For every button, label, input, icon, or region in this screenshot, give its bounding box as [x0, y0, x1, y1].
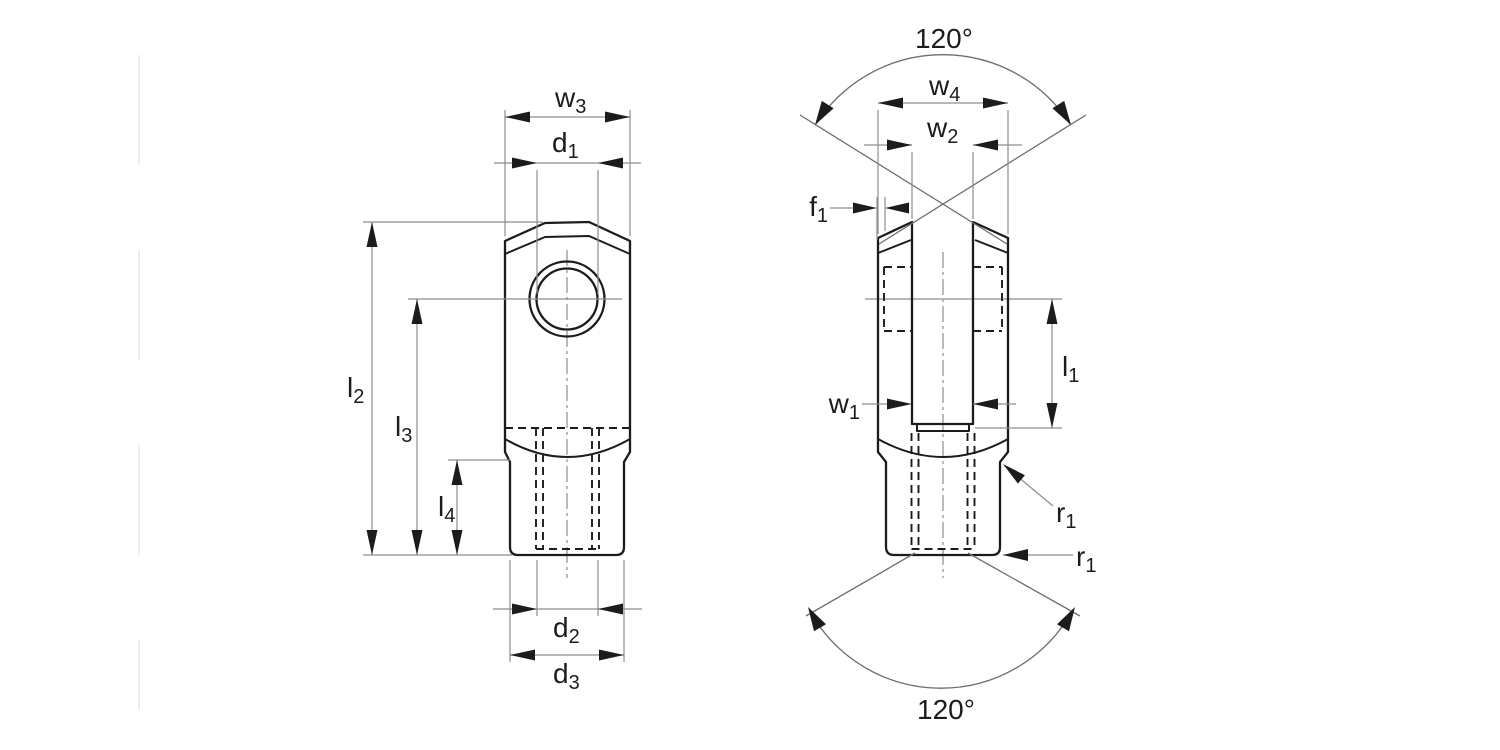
label-w4: w4 — [928, 70, 960, 106]
front-view-hidden-lines — [883, 266, 1003, 550]
dimension-l4: l4 — [438, 459, 510, 555]
dimension-f1: f1 — [809, 191, 909, 240]
label-f1: f1 — [809, 191, 828, 227]
label-r1-upper: r1 — [1056, 497, 1076, 533]
dimension-w3: w3 — [504, 82, 631, 236]
side-view-hidden-thread — [505, 427, 630, 550]
label-angle-bottom: 120° — [917, 694, 975, 725]
label-d1: d1 — [552, 127, 579, 163]
label-l1: l1 — [1062, 351, 1079, 387]
label-l4: l4 — [438, 491, 455, 527]
dimension-l3: l3 — [395, 298, 622, 555]
side-view: w3 d1 l2 l3 — [347, 82, 642, 694]
leader-r1-lower: r1 — [1003, 541, 1096, 577]
angle-bottom-120: 120° — [805, 552, 1081, 725]
dimension-d2: d2 — [493, 560, 642, 648]
slot-relief — [916, 424, 970, 432]
front-view: 120° w4 w2 f1 — [799, 23, 1096, 725]
label-angle-top: 120° — [915, 23, 973, 54]
fork-slot — [876, 220, 1010, 426]
label-r1-lower: r1 — [1076, 541, 1096, 577]
label-l2: l2 — [347, 372, 364, 408]
dimension-w1: w1 — [828, 388, 1016, 424]
dimension-w2: w2 — [864, 112, 1022, 219]
dimension-d3: d3 — [509, 560, 625, 694]
label-w3: w3 — [554, 82, 586, 118]
dimension-w4: w4 — [877, 70, 1009, 234]
label-l3: l3 — [395, 411, 412, 447]
angle-top-120: 120° — [799, 23, 1087, 245]
label-d2: d2 — [553, 612, 580, 648]
label-w2: w2 — [926, 112, 958, 148]
leader-r1-upper: r1 — [1003, 464, 1076, 533]
front-view-centerlines — [865, 252, 1062, 578]
dimension-l2: l2 — [347, 221, 543, 555]
dimension-d1: d1 — [494, 127, 641, 294]
dimension-l1: l1 — [975, 299, 1079, 429]
label-d3: d3 — [553, 658, 580, 694]
label-w1: w1 — [828, 388, 860, 424]
front-view-outline — [876, 220, 1010, 557]
